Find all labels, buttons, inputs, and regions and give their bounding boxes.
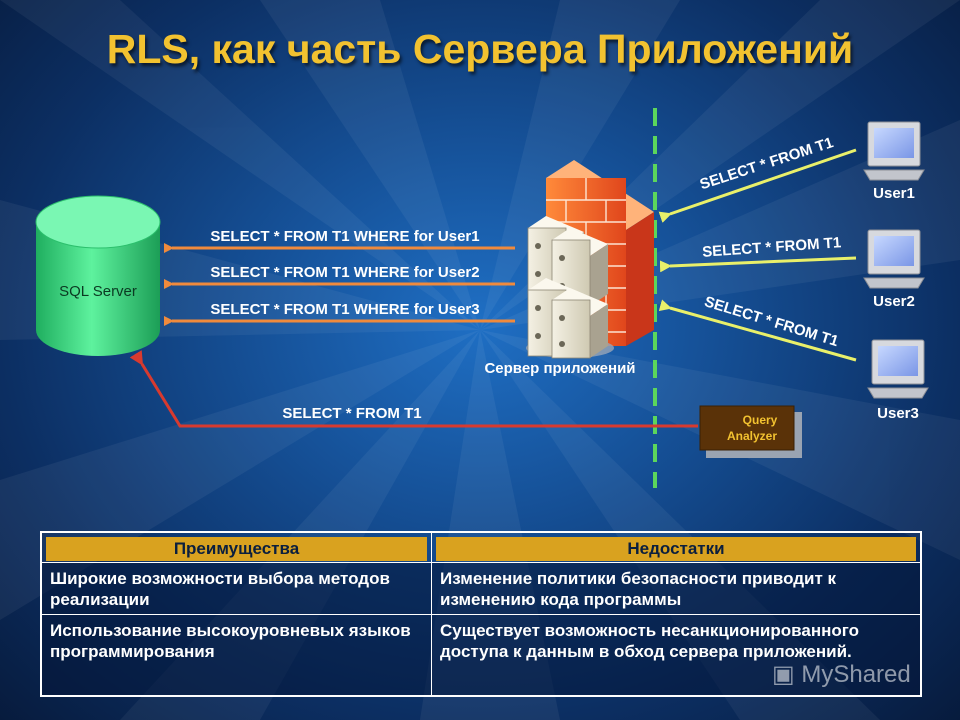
pros-cons-table: Преимущества Недостатки Широкие возможно… [40, 531, 922, 697]
pros-header: Преимущества [46, 537, 427, 561]
query-analyzer-line2: Analyzer [727, 429, 777, 443]
query-analyzer-box: Query Analyzer [699, 405, 802, 458]
page-title: RLS, как часть Сервера Приложений [106, 26, 854, 72]
app-server-icon [526, 216, 614, 359]
db-query-label-2: SELECT * FROM T1 WHERE for User2 [210, 264, 479, 281]
user-label-3: User3 [877, 405, 919, 422]
table-header-cell: Недостатки [432, 533, 920, 563]
computer-icon [863, 121, 925, 181]
user-query-arrow-2 [659, 256, 857, 273]
watermark: ▣ MyShared [772, 660, 911, 689]
query-analyzer-line1: Query [743, 413, 778, 427]
user-query-label-2: SELECT * FROM T1 [702, 234, 842, 261]
table-cell: Существует возможность несанкционированн… [432, 615, 920, 695]
user-label-1: User1 [873, 185, 915, 202]
table-header-cell: Преимущества [42, 533, 432, 563]
presentation-icon: ▣ [772, 661, 795, 688]
direct-access-arrow [129, 350, 698, 428]
cons-header: Недостатки [436, 537, 916, 561]
computer-icon [863, 229, 925, 289]
db-query-label-3: SELECT * FROM T1 WHERE for User3 [210, 301, 479, 318]
user-label-2: User2 [873, 293, 915, 310]
db-query-label-1: SELECT * FROM T1 WHERE for User1 [210, 228, 479, 245]
user-query-arrow-1 [658, 148, 857, 223]
sql-server-database: SQL Server [35, 195, 161, 356]
app-server-label: Сервер приложений [484, 360, 635, 377]
watermark-text: MyShared [801, 661, 911, 688]
database-label: SQL Server [59, 283, 137, 300]
user-query-arrow-3 [658, 299, 857, 362]
table-cell: Использование высокоуровневых языков про… [42, 615, 432, 695]
table-cell: Изменение политики безопасности приводит… [432, 563, 920, 615]
direct-query-label: SELECT * FROM T1 [282, 405, 421, 422]
computer-icon [867, 339, 929, 399]
table-cell: Широкие возможности выбора методов реали… [42, 563, 432, 615]
